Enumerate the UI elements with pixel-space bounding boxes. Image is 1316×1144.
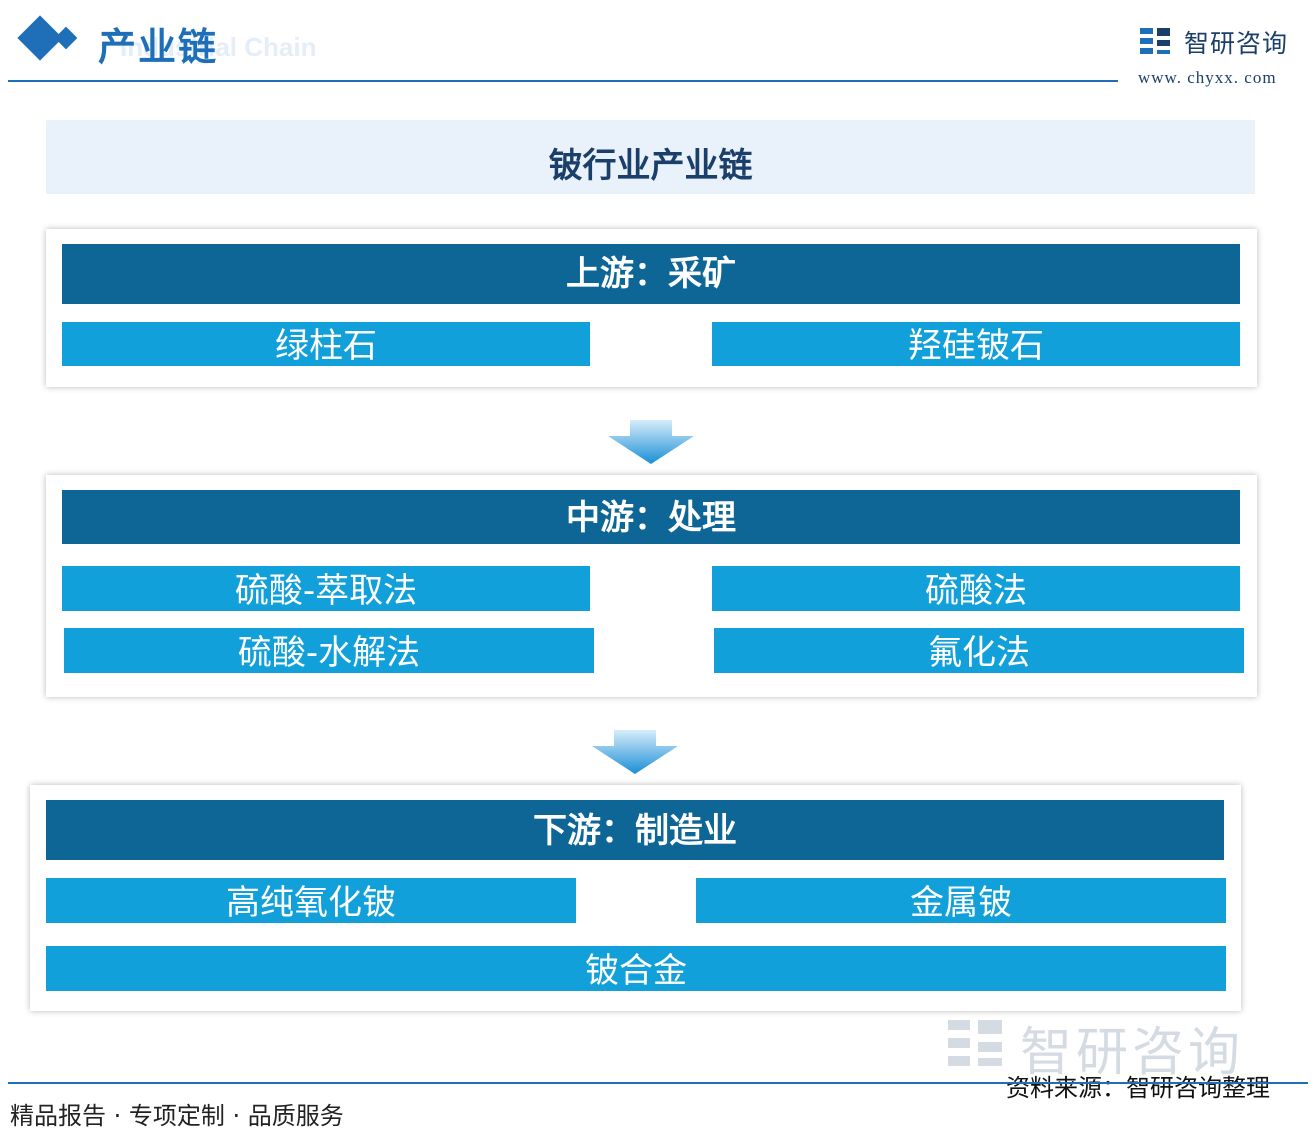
header-divider <box>8 80 1118 82</box>
midstream-item-sulfuric-hydrolysis: 硫酸-水解法 <box>64 628 594 673</box>
footer-source: 资料来源：智研咨询整理 <box>1006 1074 1270 1102</box>
downstream-panel: 下游：制造业 高纯氧化铍 金属铍 铍合金 <box>30 785 1241 1011</box>
header-title: 产业链 <box>98 25 219 69</box>
brand-url: www. chyxx. com <box>1138 68 1277 87</box>
upstream-heading: 上游：采矿 <box>62 244 1240 304</box>
watermark-logo-icon <box>948 1020 1002 1066</box>
downstream-item-beryllium-metal: 金属铍 <box>696 878 1226 923</box>
downstream-item-beryllium-alloy: 铍合金 <box>46 946 1226 991</box>
downstream-heading: 下游：制造业 <box>46 800 1224 860</box>
diagram-title-banner: 铍行业产业链 <box>46 120 1255 194</box>
brand-logo-icon <box>1140 28 1170 54</box>
midstream-item-sulfuric: 硫酸法 <box>712 566 1240 611</box>
upstream-item-bertrandite: 羟硅铍石 <box>712 322 1240 366</box>
upstream-panel: 上游：采矿 绿柱石 羟硅铍石 <box>46 229 1257 387</box>
watermark-text: 智研咨询 <box>1020 1023 1245 1083</box>
midstream-item-sulfuric-extraction: 硫酸-萃取法 <box>62 566 590 611</box>
midstream-heading: 中游：处理 <box>62 490 1240 544</box>
midstream-item-fluoride: 氟化法 <box>714 628 1244 673</box>
downstream-item-high-purity-beryllium-oxide: 高纯氧化铍 <box>46 878 576 923</box>
flow-arrow-down-icon <box>608 420 694 464</box>
footer-slogan: 精品报告 · 专项定制 · 品质服务 <box>10 1102 344 1130</box>
header-diamond-small-icon <box>54 26 78 50</box>
header-subtitle: Industrial Chain <box>120 32 317 62</box>
upstream-item-beryl: 绿柱石 <box>62 322 590 366</box>
midstream-panel: 中游：处理 硫酸-萃取法 硫酸法 硫酸-水解法 氟化法 <box>46 475 1257 697</box>
diagram-title: 铍行业产业链 <box>548 146 753 186</box>
footer-divider <box>8 1082 1308 1084</box>
flow-arrow-down-icon <box>592 730 678 774</box>
brand-name: 智研咨询 <box>1184 29 1289 58</box>
